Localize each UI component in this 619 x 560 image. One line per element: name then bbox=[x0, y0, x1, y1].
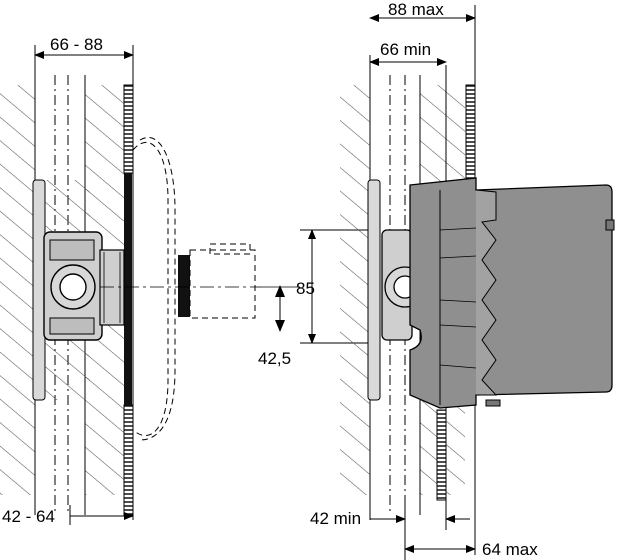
right-installation-box bbox=[409, 177, 615, 409]
left-cover-dashed bbox=[132, 137, 176, 441]
right-bottom-max-label: 64 max bbox=[482, 540, 538, 559]
left-top-dimension-line bbox=[34, 45, 134, 62]
center-dimension-85-label: 85 bbox=[296, 279, 315, 298]
left-cartridge-dashed bbox=[100, 243, 262, 319]
left-top-dimension-label: 66 - 88 bbox=[50, 35, 103, 54]
right-top-max-label: 88 max bbox=[388, 0, 444, 19]
center-dimension-42-5-label: 42,5 bbox=[258, 349, 292, 368]
left-bottom-dimension-line bbox=[69, 505, 134, 525]
right-bottom-min-label: 42 min bbox=[310, 509, 362, 528]
left-valve-body bbox=[43, 231, 125, 341]
right-top-min-label: 66 min bbox=[380, 40, 432, 59]
center-42-5-dimension bbox=[262, 285, 300, 332]
right-mounting-plate bbox=[367, 179, 381, 401]
left-bottom-dimension-label: 42 - 64 bbox=[2, 507, 55, 526]
